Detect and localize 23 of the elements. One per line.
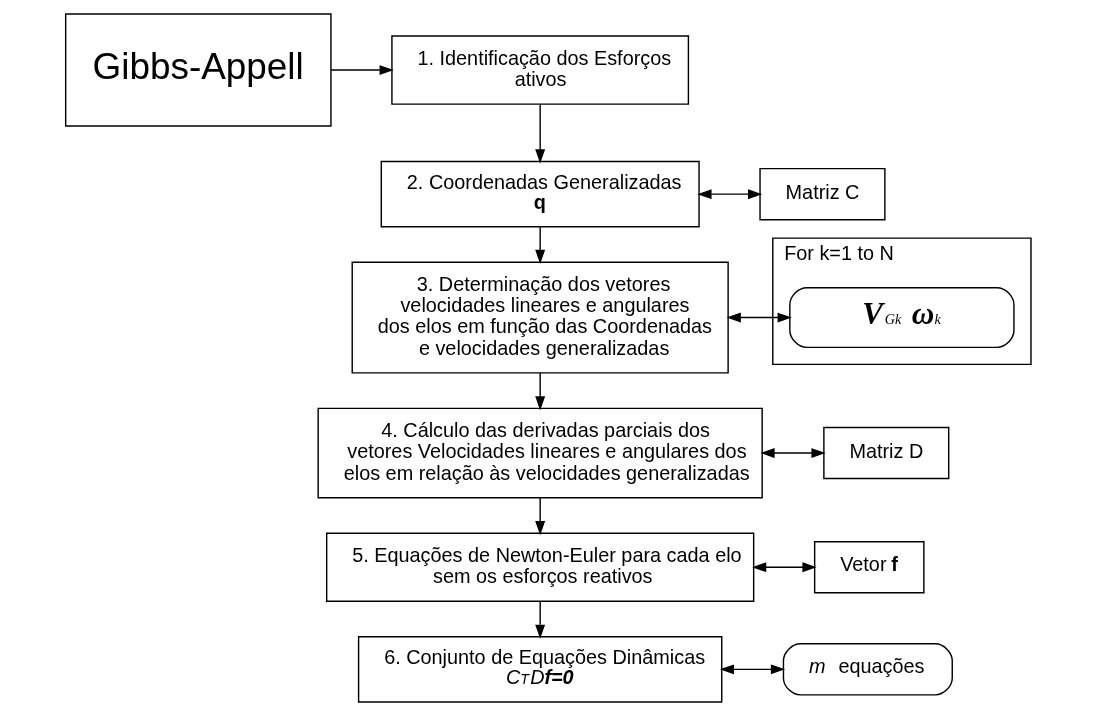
node-box: 6. Conjunto de Equações Dinâmicas CTDf=0: [357, 636, 723, 703]
node-box: m equações: [782, 643, 953, 696]
node-box: 4. Cálculo das derivadas parciais dos vetores Velocidades lineares e angulares dos elos em relação às velocidades generalizadas: [317, 407, 763, 499]
node-box: Vetor f: [813, 541, 925, 594]
arrow: [719, 664, 786, 675]
arrow: [726, 312, 792, 323]
arrow: [535, 226, 546, 264]
node-box: 1. Identificação dos Esforços ativos: [391, 35, 690, 105]
node-box: Matriz D: [823, 426, 950, 480]
arrow: [535, 372, 546, 411]
arrow: [535, 103, 546, 164]
node-box: Gibbs-Appell: [64, 13, 332, 127]
arrow: [330, 65, 394, 75]
arrow: [535, 601, 546, 639]
node-box: 5. Equações de Newton-Euler para cada elo sem os esforços reativos: [325, 532, 755, 602]
arrow: [697, 189, 763, 200]
node-box: 2. Coordenadas Generalizadas q: [380, 160, 700, 228]
arrow: [760, 448, 826, 458]
arrow: [752, 562, 817, 573]
arrow: [535, 497, 546, 536]
node-box: Matriz C: [759, 167, 886, 221]
node-box: VGk ωk: [789, 287, 1015, 349]
node-box: 3. Determinação dos vetores velocidades lineares e angulares dos elos em função das Coordenadas e velocidades generalizadas: [351, 261, 729, 374]
